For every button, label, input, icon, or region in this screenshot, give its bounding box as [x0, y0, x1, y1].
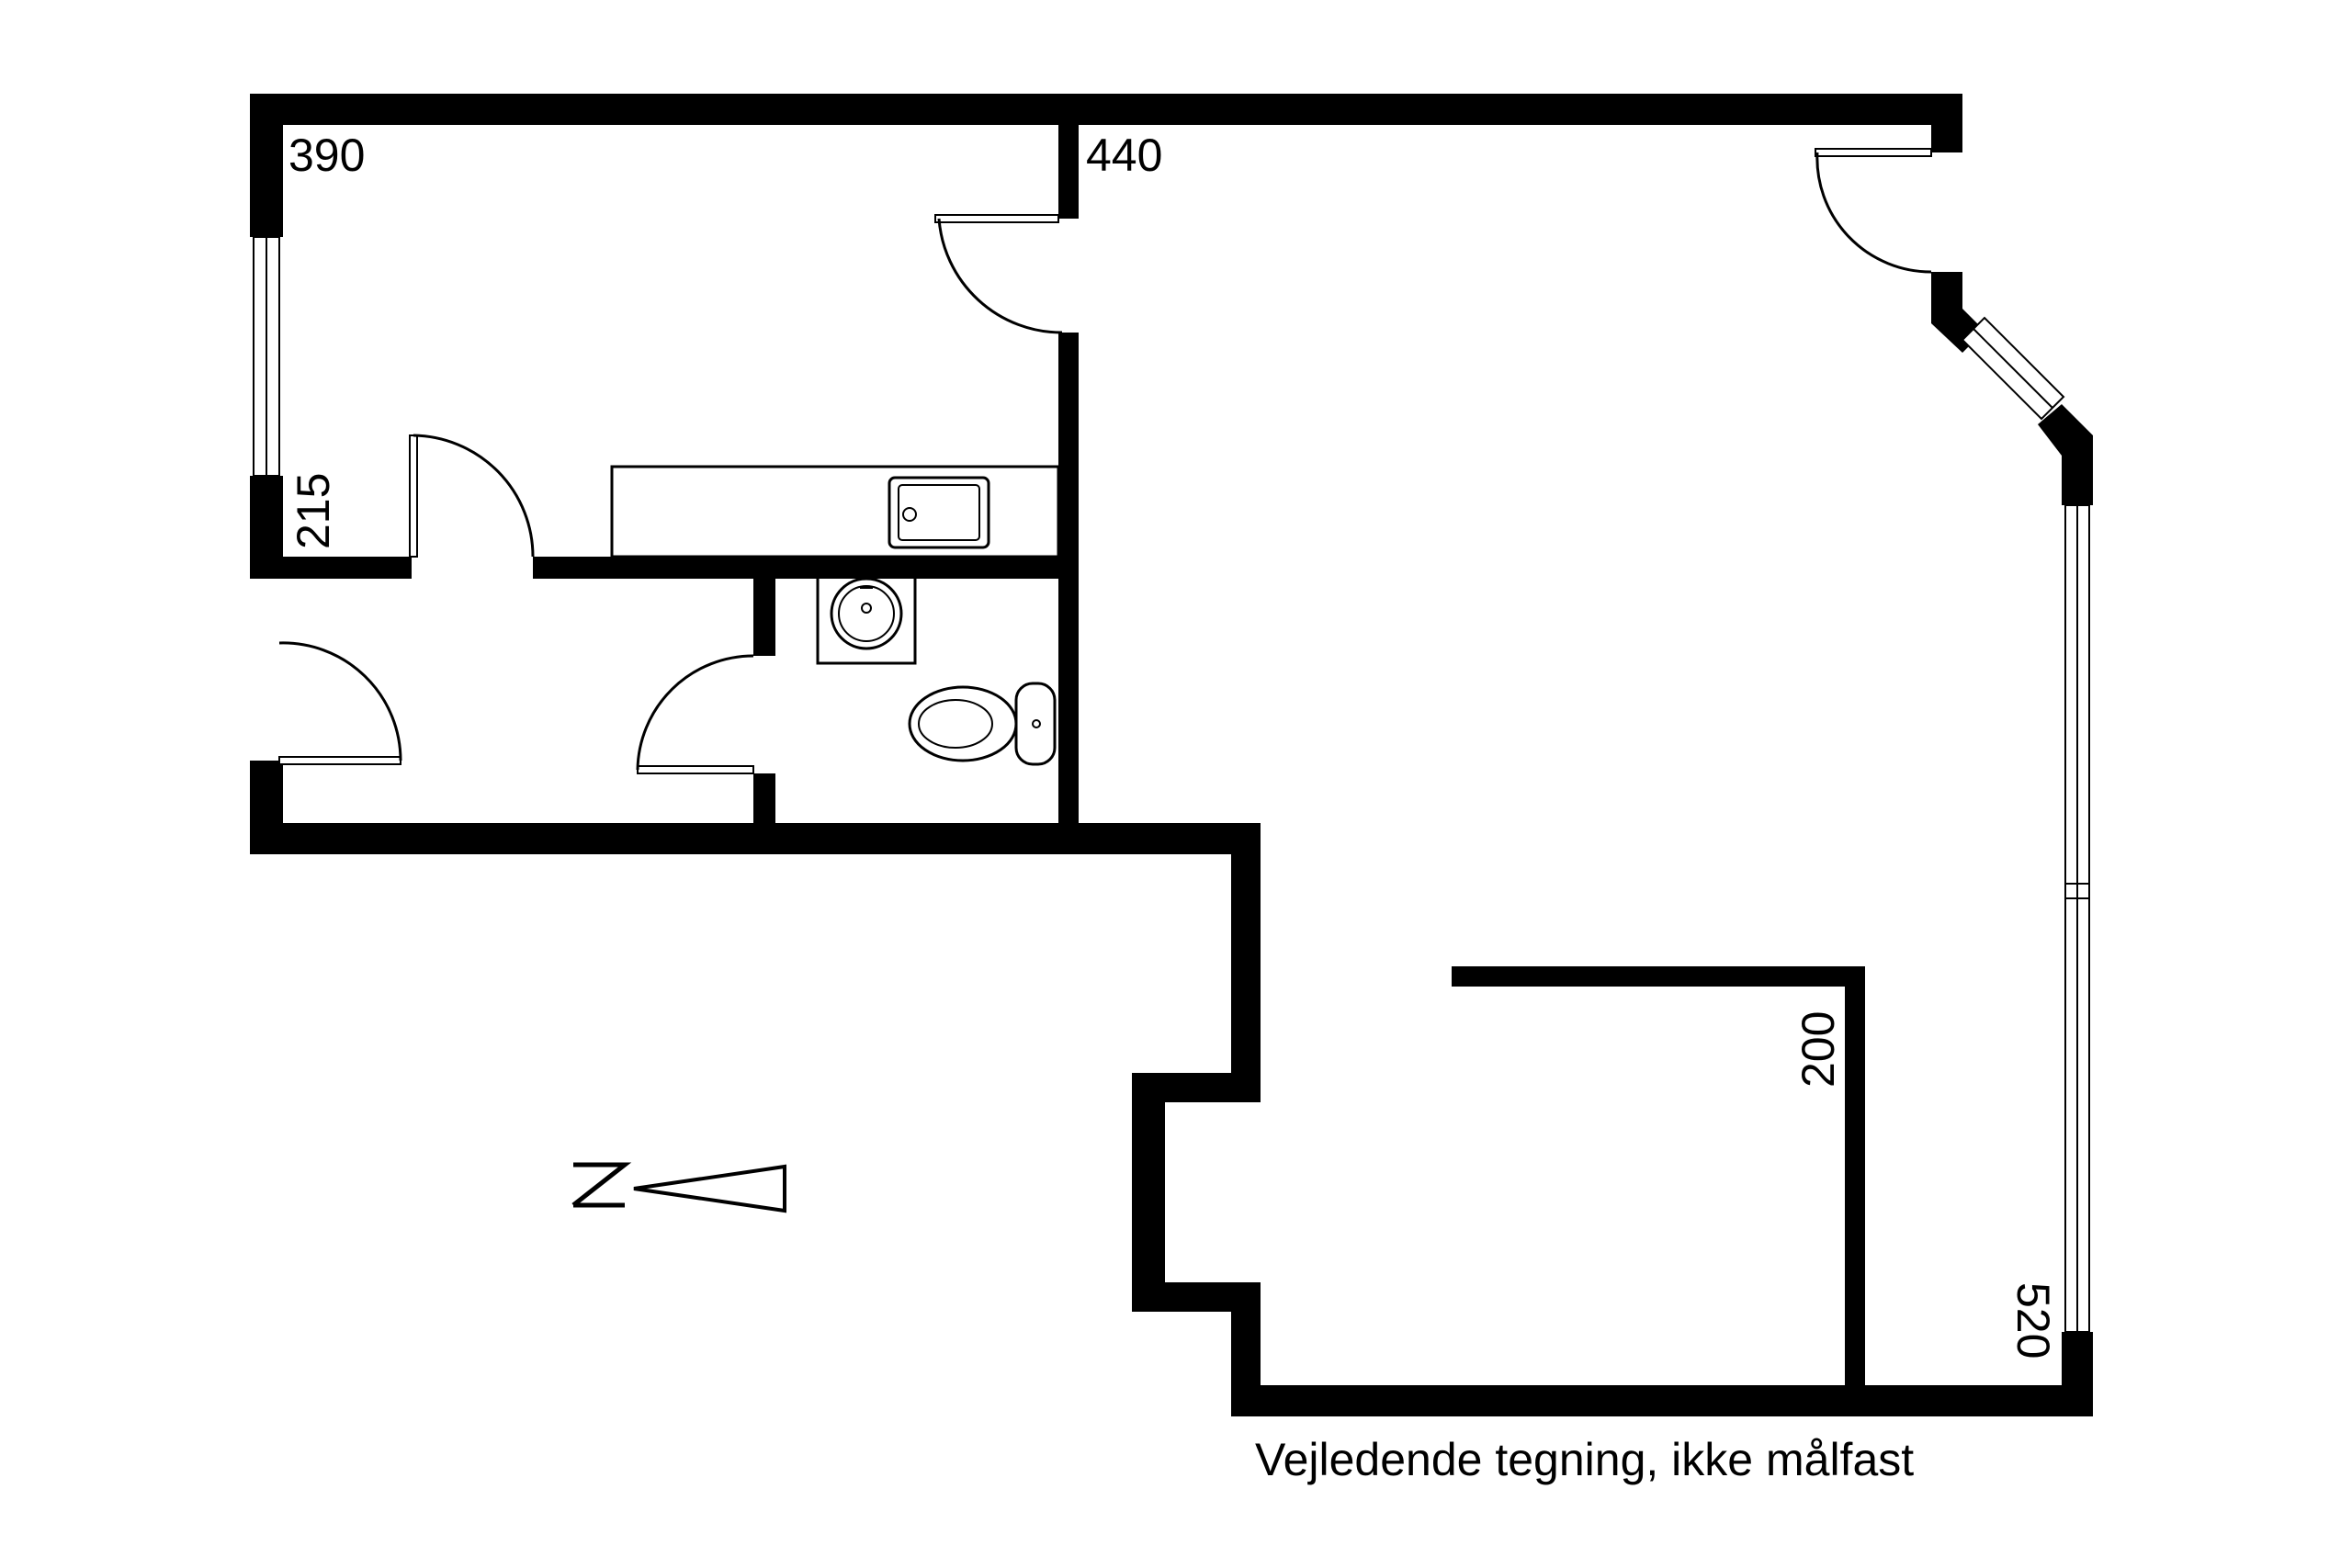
door-upper-middle — [934, 214, 1063, 334]
outer-walls — [250, 94, 2093, 1416]
drawing-disclaimer-caption: Vejledende tegning, ikke målfast — [1255, 1434, 1914, 1485]
dimension-label-inner-vertical: 200 — [1792, 1011, 1844, 1088]
doors — [278, 148, 1932, 774]
north-arrow-icon — [571, 1162, 786, 1213]
door-upper-left — [409, 434, 535, 558]
wc-basin — [816, 575, 917, 665]
dimension-label-bottom-right-vertical: 520 — [2007, 1282, 2059, 1359]
windows — [253, 236, 2090, 1333]
dimension-label-top-right: 440 — [1086, 130, 1162, 181]
door-top-right — [1815, 148, 1932, 274]
interior-walls — [250, 94, 1865, 1398]
door-entry-left — [278, 641, 402, 765]
door-wc — [636, 654, 754, 774]
dimension-label-top-left: 390 — [288, 130, 365, 181]
kitchen-counter — [610, 465, 1060, 558]
dimension-label-left-vertical: 215 — [288, 473, 339, 549]
wc-toilet — [908, 682, 1057, 766]
